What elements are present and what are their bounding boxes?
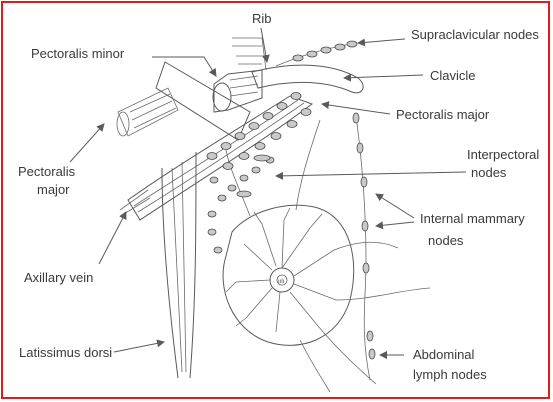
label-pectoralis-major-left-1: Pectoralis <box>18 164 76 179</box>
label-pectoralis-major-left-2: major <box>37 182 70 197</box>
label-supraclavicular-nodes: Supraclavicular nodes <box>411 27 539 42</box>
leader-lines <box>70 28 466 355</box>
label-latissimus-dorsi: Latissimus dorsi <box>19 345 112 360</box>
label-rib: Rib <box>252 11 272 26</box>
clavicle-bone <box>252 65 363 93</box>
lymph-node-chains <box>207 41 375 380</box>
anatomy-illustration: ıılı <box>117 38 430 392</box>
pectoralis-minor-muscle <box>213 70 262 112</box>
label-pectoralis-minor: Pectoralis minor <box>31 46 125 61</box>
label-interpectoral-1: Interpectoral <box>467 147 539 162</box>
label-interpectoral-2: nodes <box>471 165 507 180</box>
svg-text:ıılı: ıılı <box>278 279 285 285</box>
label-abdominal-2: lymph nodes <box>413 367 487 382</box>
label-internal-mammary-2: nodes <box>428 233 464 248</box>
label-internal-mammary-1: Internal mammary <box>420 211 525 226</box>
label-pectoralis-major-right: Pectoralis major <box>396 107 490 122</box>
breast-outline: ıılı <box>223 205 354 345</box>
label-clavicle: Clavicle <box>430 68 476 83</box>
label-abdominal-1: Abdominal <box>413 347 475 362</box>
label-axillary-vein: Axillary vein <box>24 270 93 285</box>
rib-lines <box>232 38 266 70</box>
